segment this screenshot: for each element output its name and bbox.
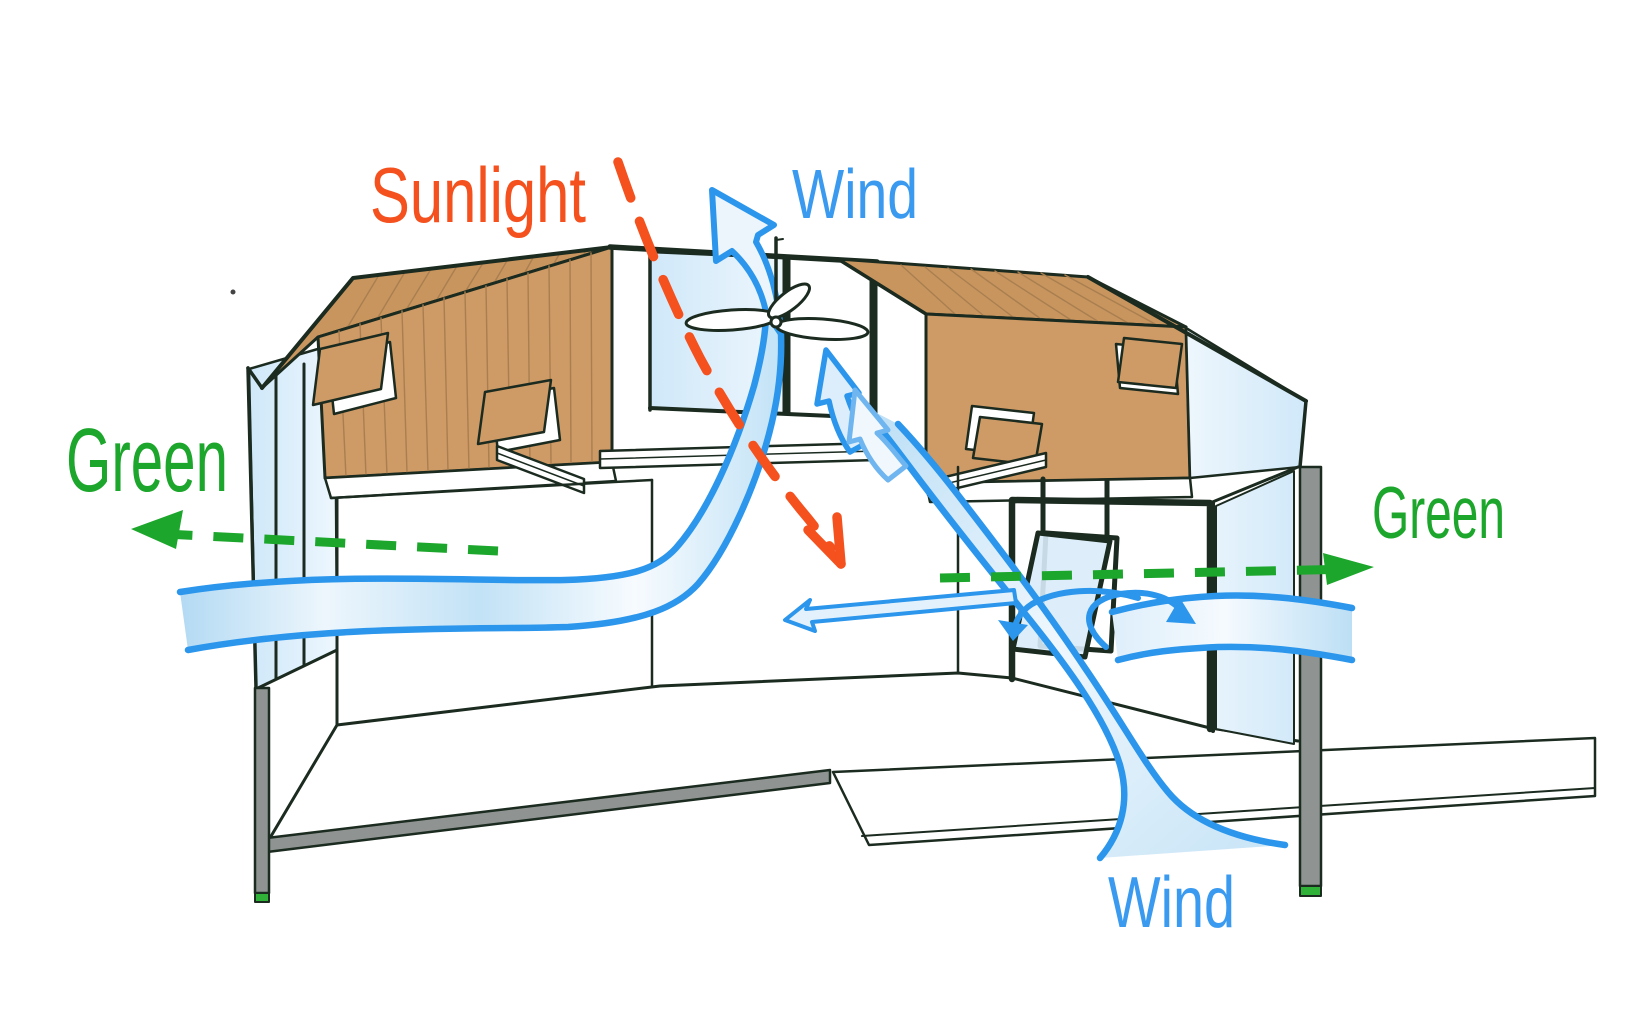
left-roof <box>246 245 618 500</box>
ceiling-fan-icon <box>684 236 870 341</box>
diagram-labels: Sunlight Wind Green Green Wind <box>66 151 1505 943</box>
wind-stream-right-inlet <box>1108 592 1356 664</box>
left-eave-beam <box>495 444 586 495</box>
skylight-window <box>476 378 562 454</box>
column-right <box>1298 465 1323 897</box>
wind-streams <box>176 187 1356 862</box>
wind-curl-right <box>1086 589 1196 650</box>
column-left <box>253 686 271 903</box>
green-left-label: Green <box>66 411 228 511</box>
sunlight-label: Sunlight <box>370 151 586 239</box>
green-right-label: Green <box>1372 473 1505 554</box>
floor-edge <box>335 671 1300 743</box>
wind-stream-left-inlet <box>176 308 785 654</box>
skylight-window <box>1114 336 1184 396</box>
floor-slab <box>265 736 1597 854</box>
green-arrow-left <box>131 510 499 556</box>
right-roof <box>836 257 1308 504</box>
wind-top-label: Wind <box>792 155 918 233</box>
right-roof-top-seams <box>900 264 1158 326</box>
building-structure <box>230 244 1597 903</box>
wind-rise-arrow <box>846 387 909 483</box>
right-gable-glass <box>1184 326 1308 480</box>
left-roof-top-seams <box>346 249 587 329</box>
deck <box>831 736 1597 847</box>
skylight-window <box>311 331 398 416</box>
wind-bottom-label: Wind <box>1108 863 1235 943</box>
wind-arrow-left-interior <box>783 588 1018 633</box>
sunlight-arrow <box>613 157 846 569</box>
green-arrow-right <box>939 553 1374 585</box>
wind-curl-left <box>998 587 1141 641</box>
stray-dot <box>230 289 236 295</box>
